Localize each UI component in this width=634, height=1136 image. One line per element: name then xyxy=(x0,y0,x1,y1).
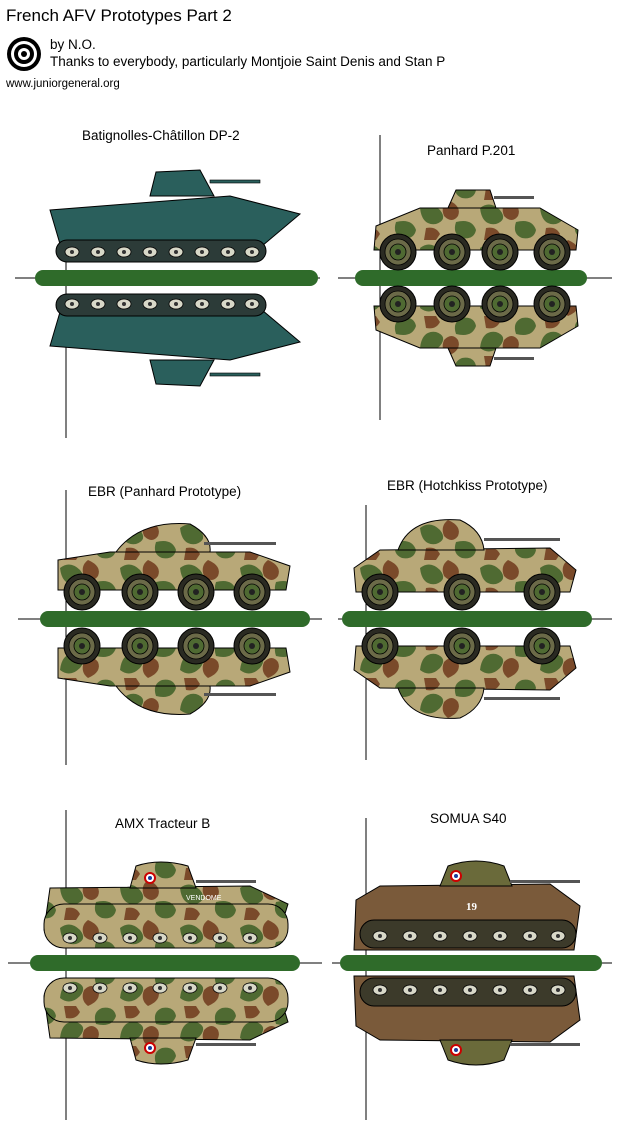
sheet-title: French AFV Prototypes Part 2 xyxy=(6,6,232,25)
vehicle-label-dp2: Batignolles-Châtillon DP-2 xyxy=(82,128,240,143)
credits: by N.O. Thanks to everybody, particularl… xyxy=(50,36,445,70)
thanks-line: Thanks to everybody, particularly Montjo… xyxy=(50,54,446,69)
vehicle-label-s40: SOMUA S40 xyxy=(430,811,507,826)
vehicle-label-ebr-panhard: EBR (Panhard Prototype) xyxy=(88,484,242,499)
s40-marking: 19 xyxy=(466,901,478,913)
vehicle-label-ebr-hotchkiss: EBR (Hotchkiss Prototype) xyxy=(387,478,548,493)
ebr-panhard-miniature xyxy=(57,523,291,715)
author-line: by N.O. xyxy=(50,37,96,52)
vehicle-label-amx: AMX Tracteur B xyxy=(115,816,211,831)
somua-s40-miniature: 19 xyxy=(353,860,581,1066)
vehicle-label-p201: Panhard P.201 xyxy=(427,143,516,158)
amx-tracteur-miniature: VENDOME xyxy=(43,861,289,1065)
ebr-hotchkiss-miniature xyxy=(353,519,577,719)
p201-miniature xyxy=(373,189,579,367)
bases xyxy=(30,270,602,971)
dp2-miniature xyxy=(49,169,302,387)
website-link[interactable]: www.juniorgeneral.org xyxy=(6,78,120,90)
junior-general-logo xyxy=(7,37,41,71)
amx-marking: VENDOME xyxy=(186,895,222,902)
